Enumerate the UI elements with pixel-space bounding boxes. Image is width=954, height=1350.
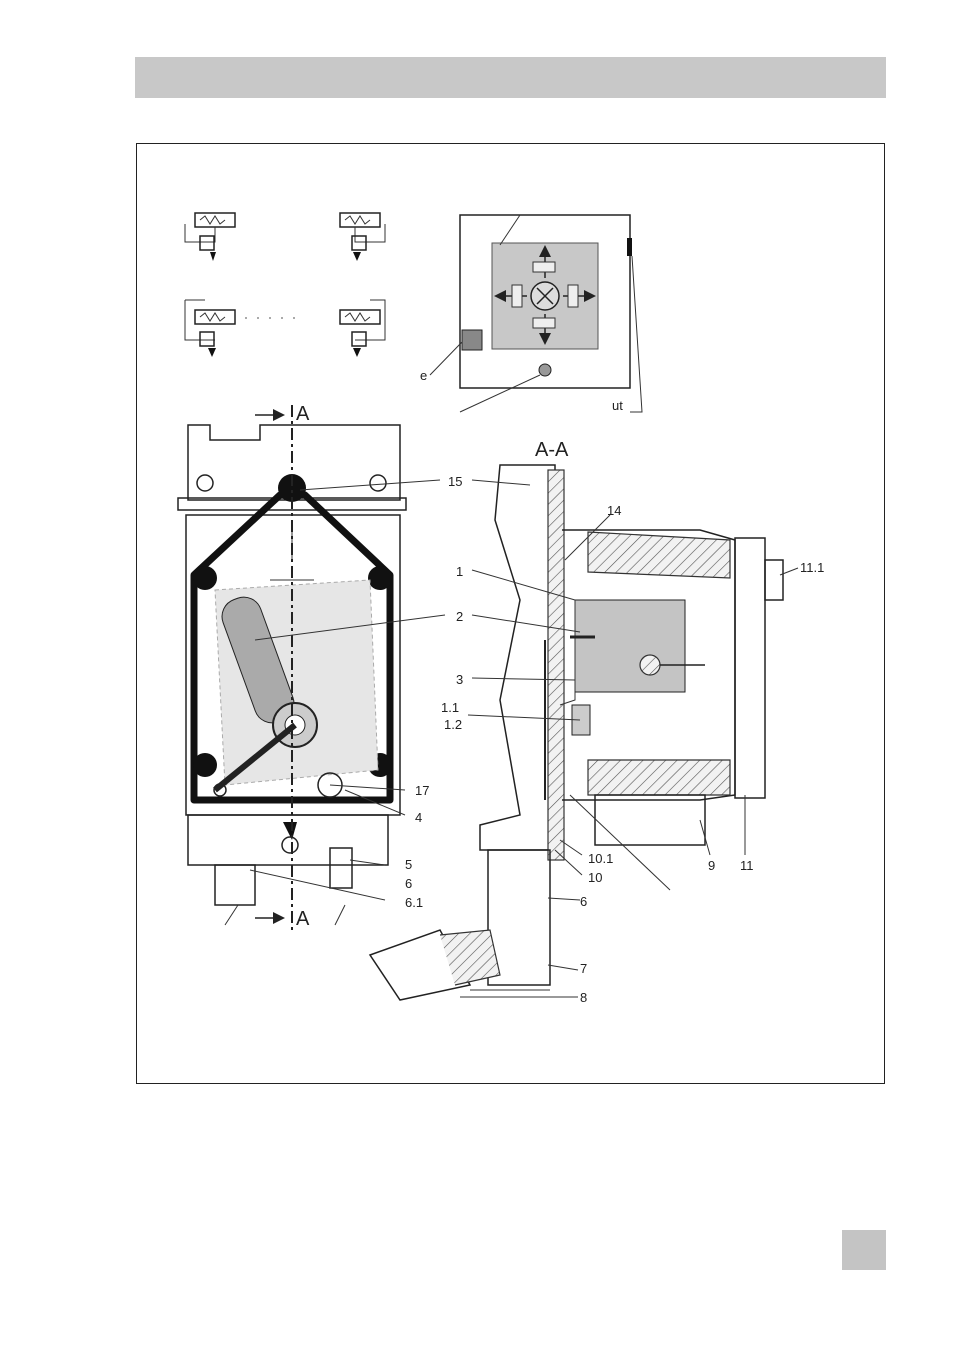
callout-2: 2 [456,609,463,624]
mounting-plate-detail: e ut [420,215,642,413]
callout-3: 3 [456,672,463,687]
partial-label-right: ut [612,398,623,413]
valve-symbol-1 [185,213,235,261]
callout-8: 8 [580,990,587,1005]
callout-14: 14 [607,503,621,518]
callout-10-1: 10.1 [588,851,613,866]
callout-5: 5 [405,857,412,872]
valve-symbol-4 [340,300,385,357]
section-title: A-A [535,439,569,461]
valve-symbol-3 [185,300,305,357]
callout-17: 17 [415,783,429,798]
callout-7: 7 [580,961,587,976]
callout-1: 1 [456,564,463,579]
pneumatic-symbol-group [185,213,385,357]
callout-6-1: 6.1 [405,895,423,910]
valve-symbol-2 [340,213,385,261]
callout-6-left: 6 [405,876,412,891]
callout-1-1: 1.1 [441,700,459,715]
callout-6-right: 6 [580,894,587,909]
callout-10: 10 [588,870,602,885]
callout-11-1: 11.1 [800,560,824,575]
front-view: A A [178,403,406,930]
callout-4: 4 [415,810,422,825]
partial-label-left: e [420,368,427,383]
section-marker-top: A [296,403,310,425]
callout-15: 15 [448,474,462,489]
section-marker-bottom: A [296,908,310,930]
callout-11: 11 [740,858,754,873]
callout-1-2: 1.2 [444,717,462,732]
callout-9: 9 [708,858,715,873]
